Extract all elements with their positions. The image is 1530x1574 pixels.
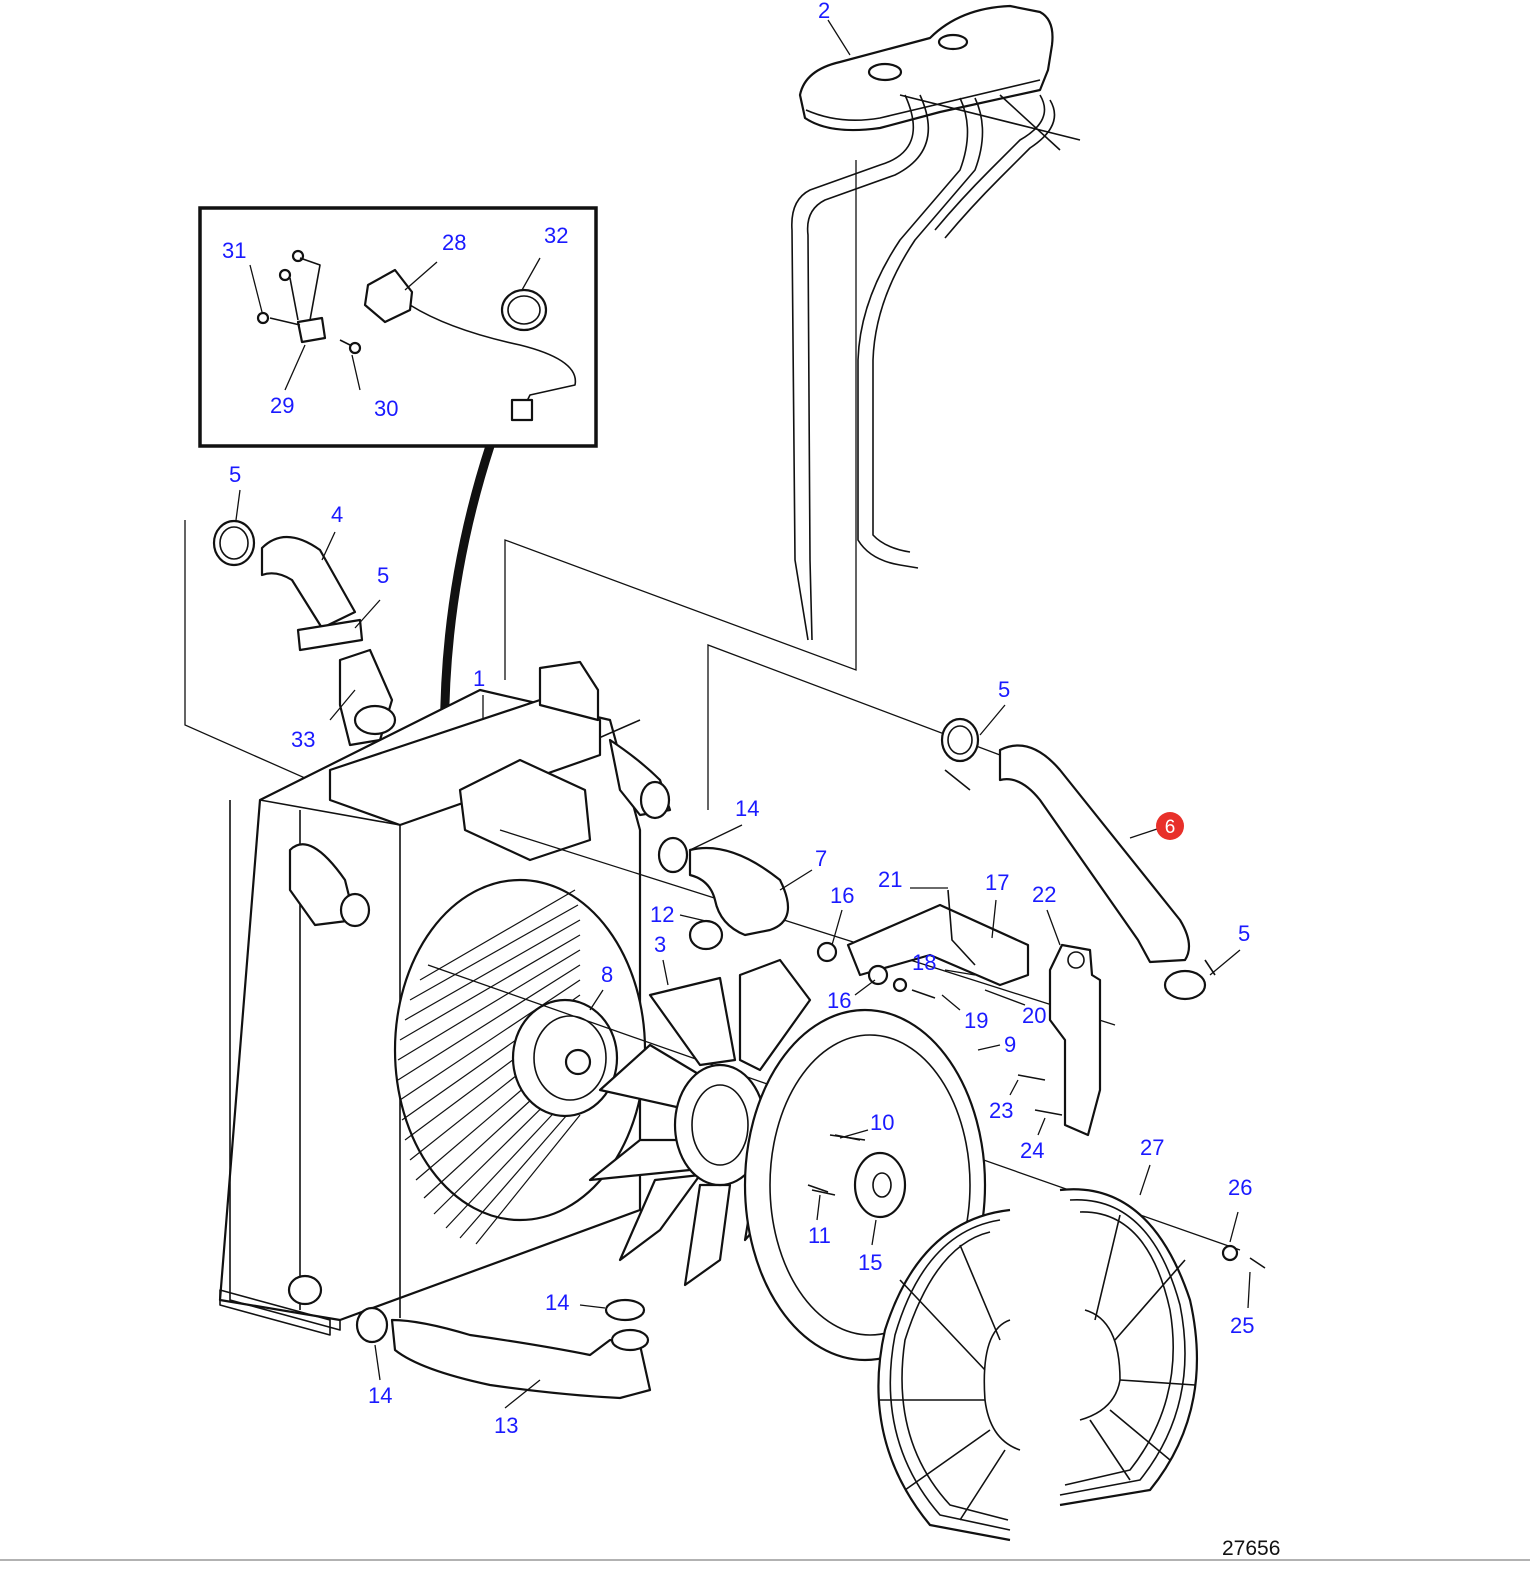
callout-15: 15	[858, 1250, 882, 1275]
callout-8: 8	[601, 962, 613, 987]
callout-6-highlight: 6	[1156, 812, 1184, 840]
callout-32: 32	[544, 223, 568, 248]
expansion-tank	[791, 4, 1081, 641]
callout-29: 29	[270, 393, 294, 418]
fan-guard-front	[877, 1208, 1021, 1542]
lower-hose	[355, 1298, 652, 1400]
leader-frame-2	[707, 644, 1001, 810]
hose-7	[657, 836, 790, 951]
callout-14-lower-right: 14	[545, 1290, 569, 1315]
hose-6	[940, 717, 1216, 1001]
callout-4: 4	[331, 502, 343, 527]
callout-24: 24	[1020, 1138, 1044, 1163]
callout-17: 17	[985, 870, 1009, 895]
callout-22: 22	[1032, 882, 1056, 907]
callout-13: 13	[494, 1413, 518, 1438]
callout-2: 2	[818, 0, 830, 23]
callout-5-hose-bottom: 5	[1238, 921, 1250, 946]
radiator	[218, 660, 672, 1336]
detail-inset	[198, 206, 598, 448]
callout-18: 18	[912, 950, 936, 975]
callout-1: 1	[473, 666, 485, 691]
callout-12: 12	[650, 902, 674, 927]
callout-14-lower-left: 14	[368, 1383, 392, 1408]
fan	[588, 958, 812, 1287]
callout-3: 3	[654, 932, 666, 957]
callout-16-upper: 16	[830, 883, 854, 908]
callout-11: 11	[808, 1223, 831, 1248]
callout-31: 31	[222, 238, 246, 263]
callout-5-hose-top: 5	[998, 677, 1010, 702]
callout-6: 6	[1165, 817, 1176, 838]
callout-25: 25	[1230, 1313, 1254, 1338]
callout-14-upper: 14	[735, 796, 759, 821]
callout-30: 30	[374, 396, 398, 421]
callout-16-lower: 16	[827, 988, 851, 1013]
callout-27: 27	[1140, 1135, 1164, 1160]
callout-19: 19	[964, 1008, 988, 1033]
callout-9: 9	[1004, 1032, 1016, 1057]
callout-21: 21	[878, 867, 902, 892]
callout-10: 10	[870, 1110, 894, 1135]
drawing-reference-number: 27656	[1222, 1537, 1280, 1560]
callout-33: 33	[291, 727, 315, 752]
fan-guard-rear	[1059, 1188, 1199, 1507]
callout-7: 7	[815, 846, 827, 871]
callouts: 2 31 28 32 29 30 5 4 5 1 33 5 6 14 7 16 …	[222, 0, 1254, 1438]
callout-28: 28	[442, 230, 466, 255]
callout-20: 20	[1022, 1003, 1046, 1028]
bracket-leader	[499, 829, 1116, 1026]
leader-frame-1	[504, 160, 857, 680]
callout-5-upper: 5	[377, 563, 389, 588]
callout-5-top-left: 5	[229, 462, 241, 487]
support-bracket	[816, 889, 1102, 1137]
callout-26: 26	[1228, 1175, 1252, 1200]
fasteners	[811, 1134, 1266, 1269]
callout-23: 23	[989, 1098, 1013, 1123]
